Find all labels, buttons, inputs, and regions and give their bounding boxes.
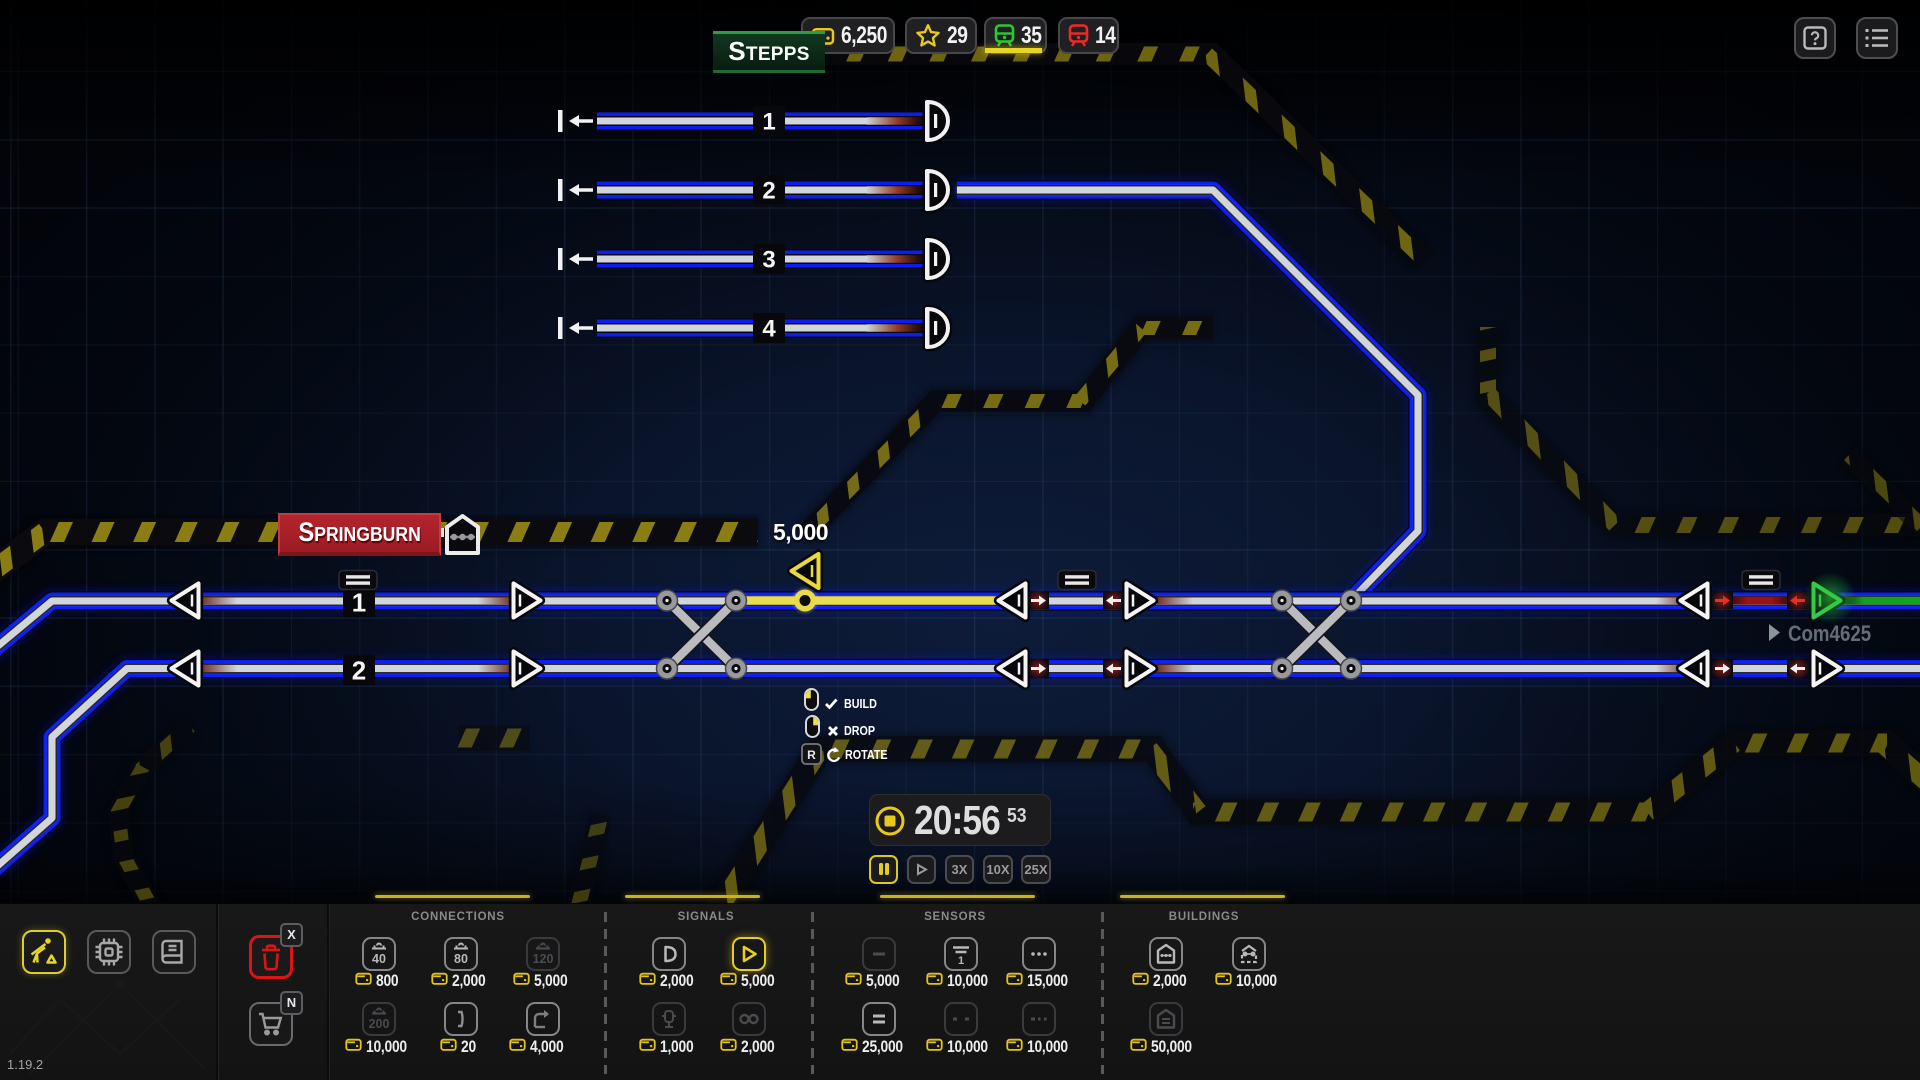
svg-text:2: 2 — [352, 655, 366, 685]
svg-text:80: 80 — [454, 952, 468, 966]
svg-text:120: 120 — [533, 952, 554, 966]
svg-text:4: 4 — [762, 316, 776, 343]
svg-text:2: 2 — [762, 178, 775, 205]
svg-text:1: 1 — [762, 109, 775, 136]
svg-text:R: R — [807, 748, 816, 762]
svg-text:40: 40 — [372, 952, 386, 966]
svg-text:200: 200 — [369, 1017, 390, 1031]
svg-text:3: 3 — [762, 247, 775, 274]
svg-text:1: 1 — [352, 587, 366, 617]
svg-text:1: 1 — [958, 955, 964, 967]
